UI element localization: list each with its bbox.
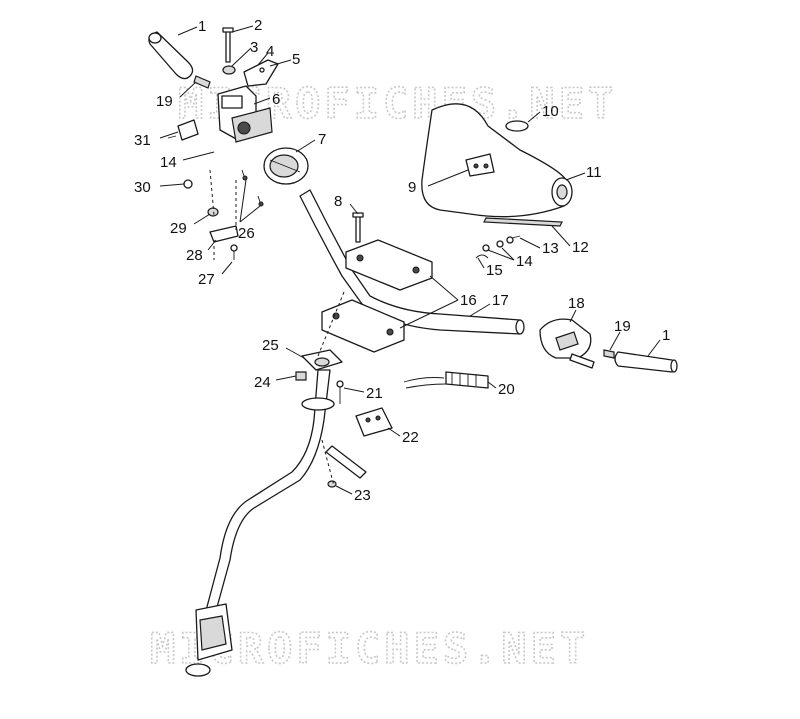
callout-25: 25 bbox=[262, 337, 279, 354]
callout-14: 14 bbox=[160, 154, 177, 171]
bolt-13 bbox=[506, 235, 521, 244]
callout-labels: 1 2 3 4 5 19 6 31 7 14 30 29 26 28 27 10… bbox=[134, 17, 670, 504]
left-grip bbox=[148, 31, 194, 80]
switch-31 bbox=[167, 119, 199, 141]
leader-lines bbox=[159, 25, 661, 495]
bolt-8 bbox=[352, 212, 364, 243]
nut-24 bbox=[295, 371, 307, 381]
pad-insert-9 bbox=[465, 153, 495, 177]
washers-14 bbox=[482, 240, 504, 252]
bolt-21 bbox=[336, 380, 344, 404]
nut-3 bbox=[222, 65, 236, 75]
bracket-28 bbox=[209, 225, 239, 243]
switch-housing-6 bbox=[217, 85, 273, 143]
screws-26 bbox=[241, 169, 264, 207]
handlebar-17 bbox=[299, 189, 525, 335]
callout-28: 28 bbox=[186, 247, 203, 264]
callout-27: 27 bbox=[198, 271, 215, 288]
sleeve-23 bbox=[325, 445, 367, 479]
callout-20: 20 bbox=[498, 381, 515, 398]
callout-31: 31 bbox=[134, 132, 151, 149]
callout-23: 23 bbox=[354, 487, 371, 504]
callout-21: 21 bbox=[366, 385, 383, 402]
callout-7: 7 bbox=[318, 131, 326, 148]
callout-22: 22 bbox=[402, 429, 419, 446]
steering-post bbox=[185, 369, 335, 677]
callout-26: 26 bbox=[238, 225, 255, 242]
callout-19: 19 bbox=[156, 93, 173, 110]
clamp-cover-5 bbox=[243, 59, 279, 87]
bushing-plate-22 bbox=[355, 407, 393, 437]
dashed-alignment-lines bbox=[209, 169, 237, 260]
washer-23 bbox=[327, 480, 337, 488]
strap-12 bbox=[483, 217, 563, 227]
bolt-2 bbox=[222, 27, 234, 63]
callout-17: 17 bbox=[492, 292, 509, 309]
callout-4: 4 bbox=[266, 43, 274, 60]
brake-lever-assembly-18 bbox=[539, 318, 595, 369]
grip-end-plug bbox=[193, 75, 211, 89]
callout-18: 18 bbox=[568, 295, 585, 312]
callout-5: 5 bbox=[292, 51, 300, 68]
callout-6: 6 bbox=[272, 91, 280, 108]
screw-30 bbox=[183, 179, 193, 189]
callout-24: 24 bbox=[254, 374, 271, 391]
callout-13: 13 bbox=[542, 240, 559, 257]
callout-10: 10 bbox=[542, 103, 559, 120]
handlebar-pad-11 bbox=[421, 103, 573, 218]
callout-2: 2 bbox=[254, 17, 262, 34]
steering-post-bracket-25 bbox=[301, 349, 343, 371]
callout-29: 29 bbox=[170, 220, 187, 237]
callout-3: 3 bbox=[250, 39, 258, 56]
callout-12: 12 bbox=[572, 239, 589, 256]
right-grip-1 bbox=[614, 351, 678, 373]
callout-8: 8 bbox=[334, 193, 342, 210]
grip-end-plug-19 bbox=[603, 349, 615, 359]
callout-19-right: 19 bbox=[614, 318, 631, 335]
callout-15: 15 bbox=[486, 262, 503, 279]
callout-14-right: 14 bbox=[516, 253, 533, 270]
callout-9: 9 bbox=[408, 179, 416, 196]
throttle-lever-7 bbox=[263, 147, 309, 185]
dashed-post-line bbox=[317, 291, 345, 487]
screw-27 bbox=[230, 244, 238, 260]
lower-clamp-16 bbox=[321, 299, 405, 353]
heater-element-20 bbox=[403, 371, 489, 389]
pad-seal-10 bbox=[505, 120, 529, 132]
clip-15 bbox=[475, 254, 489, 259]
callout-11: 11 bbox=[586, 164, 602, 181]
callout-1: 1 bbox=[198, 18, 206, 35]
callout-1-right: 1 bbox=[662, 327, 670, 344]
callout-16: 16 bbox=[460, 292, 477, 309]
callout-30: 30 bbox=[134, 179, 151, 196]
